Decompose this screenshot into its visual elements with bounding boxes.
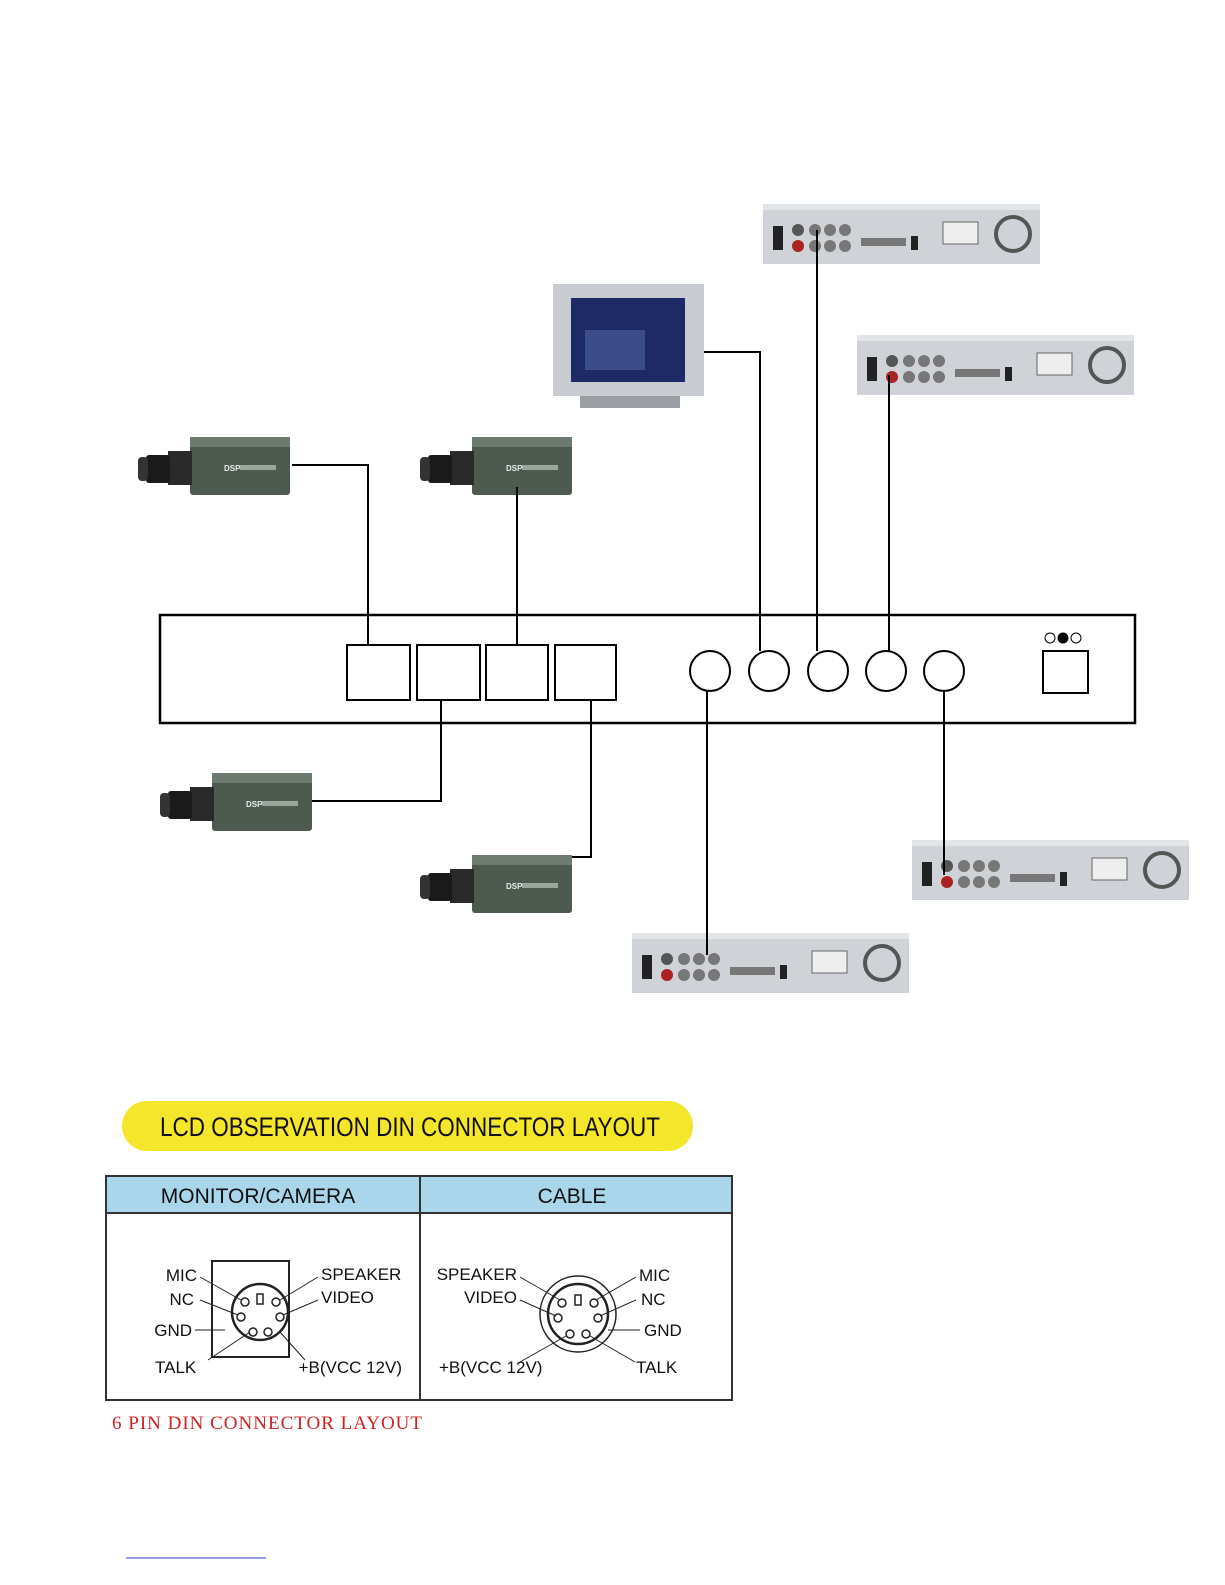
camera-1: DSP: [138, 437, 290, 495]
led-indicator-active: [1058, 633, 1068, 643]
dvr-1: [763, 204, 1040, 264]
camera-port-1: [347, 645, 410, 700]
camera-2: DSP: [420, 437, 572, 495]
cable-pin-label-gnd: GND: [644, 1321, 682, 1340]
cable-din-connector: [520, 1276, 640, 1362]
round-port-2: [749, 651, 789, 691]
pin-label-nc: NC: [169, 1290, 194, 1309]
round-port-4: [866, 651, 906, 691]
switch-button: [1043, 651, 1088, 693]
monitor-camera-din-connector: [195, 1261, 318, 1360]
cable-pin-label-vcc: +B(VCC 12V): [439, 1358, 542, 1377]
round-port-1: [690, 651, 730, 691]
round-port-3: [808, 651, 848, 691]
camera-brand-label: DSP: [246, 800, 263, 809]
pin-label-mic: MIC: [166, 1266, 197, 1285]
camera-brand-label: DSP: [506, 882, 523, 891]
pin-label-talk: TALK: [155, 1358, 197, 1377]
connector-caption: 6 PIN DIN CONNECTOR LAYOUT: [112, 1413, 423, 1434]
led-indicator: [1071, 633, 1081, 643]
dvr-3: [912, 840, 1189, 900]
camera-port-4: [555, 645, 616, 700]
camera-port-2: [417, 645, 480, 700]
camera-brand-label: DSP: [506, 464, 523, 473]
monitor: [553, 284, 704, 408]
pin-label-vcc: +B(VCC 12V): [299, 1358, 402, 1377]
camera-4: DSP: [420, 855, 572, 913]
camera-brand-label: DSP: [224, 464, 241, 473]
camera-port-3: [486, 645, 548, 700]
dvr-4: [632, 933, 909, 993]
connector-table: MONITOR/CAMERA CABLE MIC NC GND TALK SPE…: [106, 1176, 732, 1400]
led-indicator: [1045, 633, 1055, 643]
cable-pin-label-mic: MIC: [639, 1266, 670, 1285]
cable-pin-label-video: VIDEO: [464, 1288, 517, 1307]
column-header-monitor-camera: MONITOR/CAMERA: [161, 1185, 355, 1208]
pin-label-gnd: GND: [154, 1321, 192, 1340]
column-header-cable: CABLE: [538, 1185, 607, 1208]
round-port-5: [924, 651, 964, 691]
pin-label-video: VIDEO: [321, 1288, 374, 1307]
camera-3: DSP: [160, 773, 312, 831]
cable-pin-label-nc: NC: [641, 1290, 666, 1309]
banner-title: LCD OBSERVATION DIN CONNECTOR LAYOUT: [160, 1112, 660, 1142]
cable-pin-label-talk: TALK: [636, 1358, 678, 1377]
pin-label-speaker: SPEAKER: [321, 1265, 401, 1284]
control-panel: [160, 615, 1135, 723]
dvr-2: [857, 335, 1134, 395]
cable-pin-label-speaker: SPEAKER: [437, 1265, 517, 1284]
